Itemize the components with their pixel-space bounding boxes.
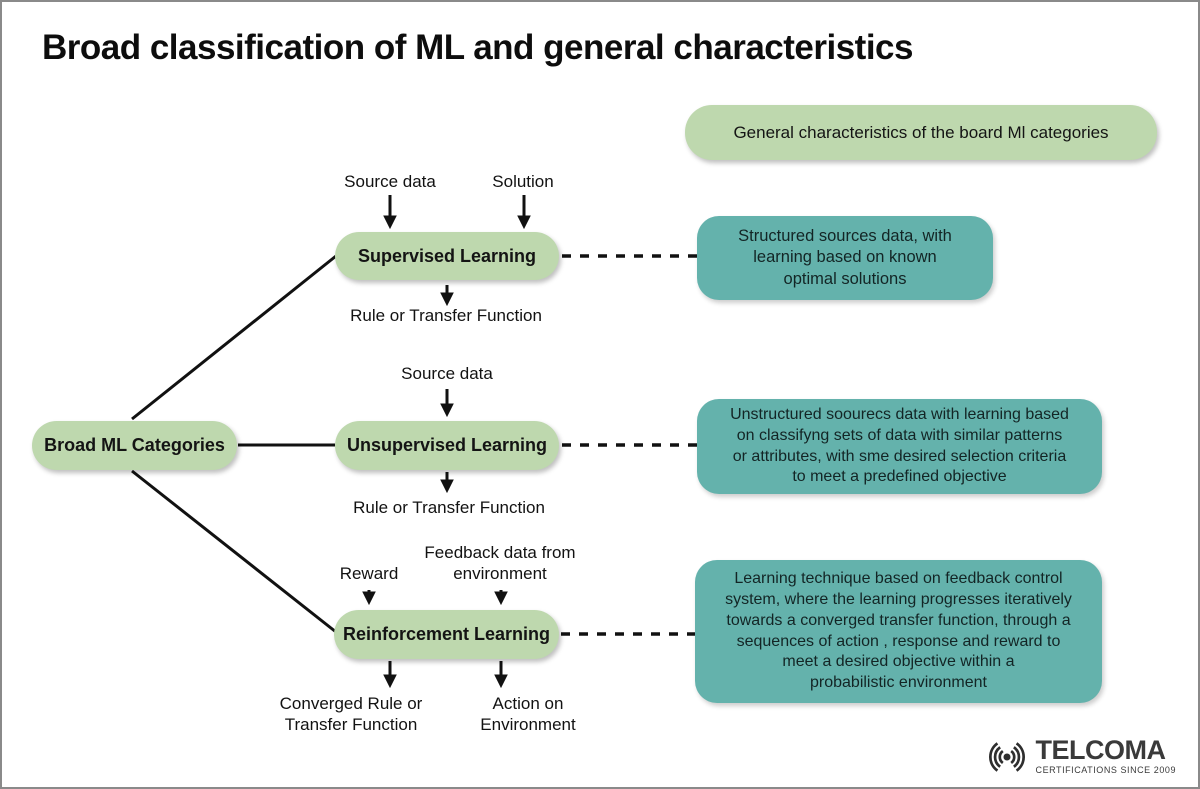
node-reinforcement-learning: Reinforcement Learning [334, 610, 559, 659]
node-supervised-learning: Supervised Learning [335, 232, 559, 280]
characteristics-unsupervised: Unstructured soourecs data with learning… [697, 399, 1102, 494]
header-box: General characteristics of the board Ml … [685, 105, 1157, 160]
label-supervised-source-data: Source data [344, 172, 436, 191]
logo: TELCOMA CERTIFICATIONS SINCE 2009 [981, 735, 1176, 775]
label-supervised-output: Rule or Transfer Function [350, 306, 542, 325]
label-reinforcement-action: Action on Environment [480, 694, 576, 734]
label-supervised-solution: Solution [492, 172, 554, 191]
label-unsupervised-output: Rule or Transfer Function [353, 498, 545, 517]
label-reinforcement-converged-rule: Converged Rule or Transfer Function [279, 694, 423, 734]
logo-text: TELCOMA CERTIFICATIONS SINCE 2009 [1035, 735, 1176, 775]
broadcast-icon [988, 741, 1025, 772]
label-reinforcement-reward: Reward [339, 564, 399, 583]
characteristics-reinforcement: Learning technique based on feedback con… [695, 560, 1102, 703]
root-node-broad-ml-categories: Broad ML Categories [32, 421, 237, 470]
node-unsupervised-learning: Unsupervised Learning [335, 421, 559, 470]
logo-brand: TELCOMA [1035, 735, 1166, 766]
label-reinforcement-feedback: Feedback data from environment [424, 543, 576, 583]
label-unsupervised-source-data: Source data [401, 364, 493, 383]
characteristics-supervised: Structured sources data, with learning b… [697, 216, 993, 300]
logo-tagline: CERTIFICATIONS SINCE 2009 [1035, 765, 1176, 775]
page-title: Broad classification of ML and general c… [42, 28, 914, 67]
